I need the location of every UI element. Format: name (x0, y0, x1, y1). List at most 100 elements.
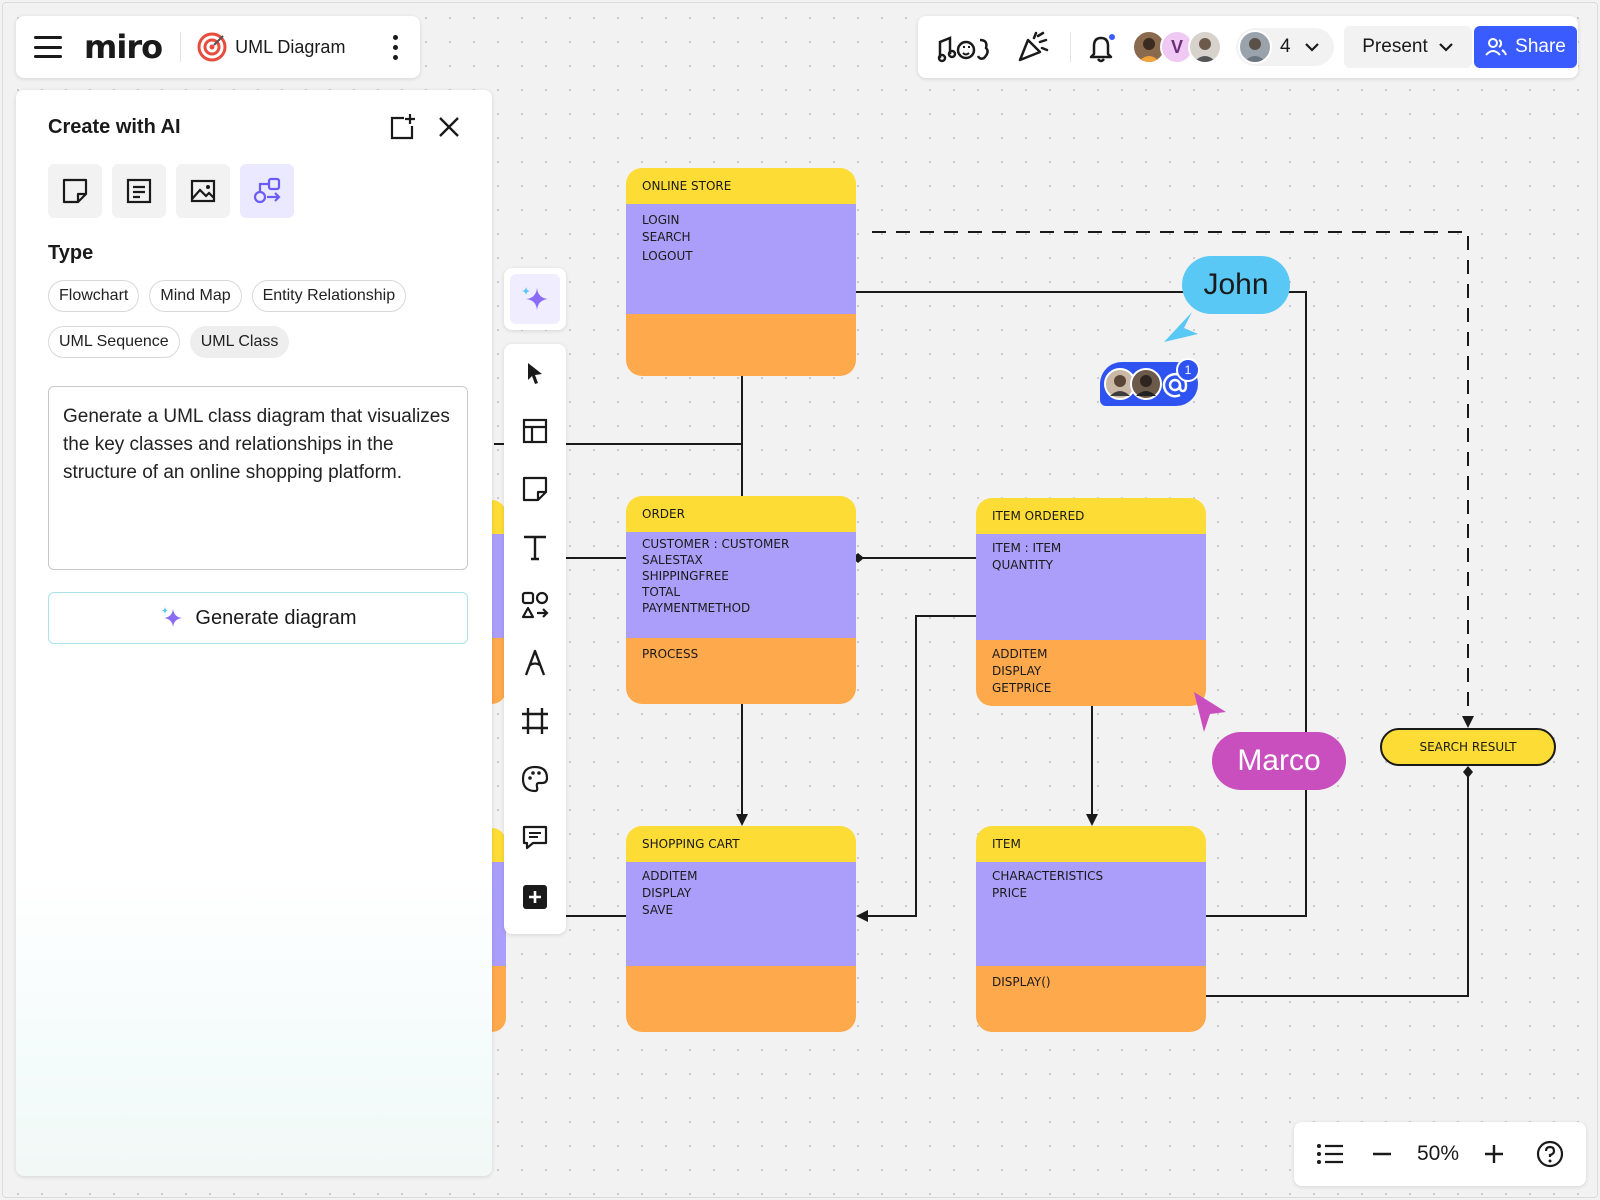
collaboration-bar: V 4 Present Share (918, 16, 1578, 78)
avatar (1130, 368, 1162, 400)
sticky-note-icon (62, 178, 88, 204)
avatar[interactable] (1188, 30, 1222, 64)
templates-icon (522, 418, 548, 444)
tab-diagram[interactable] (240, 164, 294, 218)
sticky-note-tool[interactable] (510, 464, 560, 514)
cursor-label-john: John (1182, 256, 1290, 314)
comment-tool[interactable] (510, 812, 560, 862)
zoom-in-button[interactable] (1474, 1132, 1514, 1176)
frame-icon (522, 708, 548, 734)
frame-tool[interactable] (510, 696, 560, 746)
chip-uml-sequence[interactable]: UML Sequence (48, 326, 180, 358)
stickers-tool[interactable] (510, 754, 560, 804)
help-button[interactable] (1528, 1132, 1572, 1176)
prompt-textarea[interactable]: Generate a UML class diagram that visual… (48, 386, 468, 570)
itemordered-cart-connector (856, 615, 976, 922)
generate-diagram-button[interactable]: Generate diagram (48, 592, 468, 644)
search-result-node[interactable]: SEARCH RESULT (1380, 728, 1556, 766)
select-tool[interactable] (510, 348, 560, 398)
tab-sticky-notes[interactable] (48, 164, 102, 218)
tab-document[interactable] (112, 164, 166, 218)
attribute: QUANTITY (992, 558, 1053, 572)
class-order[interactable]: ORDER CUSTOMER : CUSTOMER SALESTAX SHIPP… (626, 496, 856, 704)
collaborators-dropdown[interactable]: 4 (1236, 28, 1334, 66)
zoom-controls: 50% (1294, 1122, 1586, 1186)
chip-mind-map[interactable]: Mind Map (149, 280, 242, 312)
class-methods (626, 314, 856, 376)
close-icon[interactable] (436, 114, 462, 140)
plus-icon (1485, 1145, 1503, 1163)
share-label: Share (1515, 36, 1566, 57)
item-search-connector (1206, 766, 1473, 997)
attribute: ITEM : ITEM (992, 541, 1062, 555)
attribute: SALESTAX (642, 553, 703, 567)
ai-tool-button[interactable] (510, 274, 560, 324)
type-section-label: Type (48, 242, 94, 264)
board-name[interactable]: UML Diagram (235, 36, 346, 57)
class-item[interactable]: ITEM CHARACTERISTICS PRICE DISPLAY() (976, 826, 1206, 1032)
board-list-button[interactable] (1308, 1132, 1352, 1176)
image-icon (190, 179, 216, 203)
method: GETPRICE (992, 681, 1052, 695)
notifications-bell-icon[interactable] (1086, 32, 1120, 64)
avatar (1238, 30, 1272, 64)
avatar-initial: V (1170, 36, 1183, 57)
dashed-connector (872, 231, 1474, 728)
cursor-john-icon (1164, 312, 1198, 342)
plus-square-icon (523, 885, 547, 909)
text-tool[interactable] (510, 522, 560, 572)
class-item-ordered[interactable]: ITEM ORDERED ITEM : ITEM QUANTITY ADDITE… (976, 498, 1206, 706)
mention-icon (1162, 372, 1188, 398)
tab-image[interactable] (176, 164, 230, 218)
collaborator-count: 4 (1280, 36, 1291, 57)
board-options-icon[interactable] (393, 34, 398, 60)
cursor-label-marco: Marco (1212, 732, 1346, 790)
users-icon (1485, 38, 1508, 56)
avatar (1104, 368, 1136, 400)
class-title: ONLINE STORE (626, 168, 856, 204)
main-menu-icon[interactable] (34, 36, 62, 58)
class-methods: PROCESS (626, 638, 856, 704)
chip-uml-class[interactable]: UML Class (189, 326, 290, 358)
chip-entity-relationship[interactable]: Entity Relationship (251, 280, 407, 312)
chip-flowchart[interactable]: Flowchart (48, 280, 140, 312)
music-reactions-icon[interactable] (936, 32, 992, 64)
avatar[interactable] (1132, 30, 1166, 64)
class-shopping-cart[interactable]: SHOPPING CART ADDITEM DISPLAY SAVE (626, 826, 856, 1032)
attribute: DISPLAY (642, 886, 692, 900)
class-attributes: ADDITEM DISPLAY SAVE (626, 862, 856, 966)
more-tools-button[interactable] (510, 872, 560, 922)
sticky-note-icon (522, 476, 548, 502)
templates-tool[interactable] (510, 406, 560, 456)
present-button[interactable]: Present (1344, 26, 1472, 68)
attribute: ADDITEM (642, 869, 698, 883)
class-methods: DISPLAY() (976, 966, 1206, 1032)
document-icon (126, 178, 152, 204)
method: DISPLAY() (992, 975, 1051, 989)
comment-count-badge: 1 (1176, 358, 1200, 382)
celebrate-icon[interactable] (1016, 30, 1050, 64)
store-item-connector (856, 291, 1307, 917)
shapes-icon (521, 591, 549, 619)
class-attributes: ITEM : ITEM QUANTITY (976, 534, 1206, 640)
attribute: PRICE (992, 886, 1028, 900)
new-window-icon[interactable] (388, 112, 418, 142)
zoom-out-button[interactable] (1362, 1132, 1402, 1176)
comment-icon (522, 825, 548, 850)
zoom-level[interactable]: 50% (1416, 1142, 1460, 1165)
chevron-down-icon (1305, 43, 1319, 52)
miro-logo[interactable]: miro (84, 28, 163, 66)
present-label: Present (1362, 36, 1428, 57)
diagram-type-chips: Flowchart Mind Map Entity Relationship U… (48, 280, 468, 358)
class-title: ORDER (626, 496, 856, 532)
list-icon (1317, 1144, 1343, 1164)
shapes-tool[interactable] (510, 580, 560, 630)
share-button[interactable]: Share (1474, 26, 1577, 68)
method: ADDITEM (992, 647, 1048, 661)
board-header: miro UML Diagram (16, 16, 420, 78)
class-online-store[interactable]: ONLINE STORE LOGIN SEARCH LOGOUT (626, 168, 856, 376)
pen-tool[interactable] (510, 638, 560, 688)
class-methods: ADDITEM DISPLAY GETPRICE (976, 640, 1206, 706)
palette-icon (521, 765, 549, 793)
